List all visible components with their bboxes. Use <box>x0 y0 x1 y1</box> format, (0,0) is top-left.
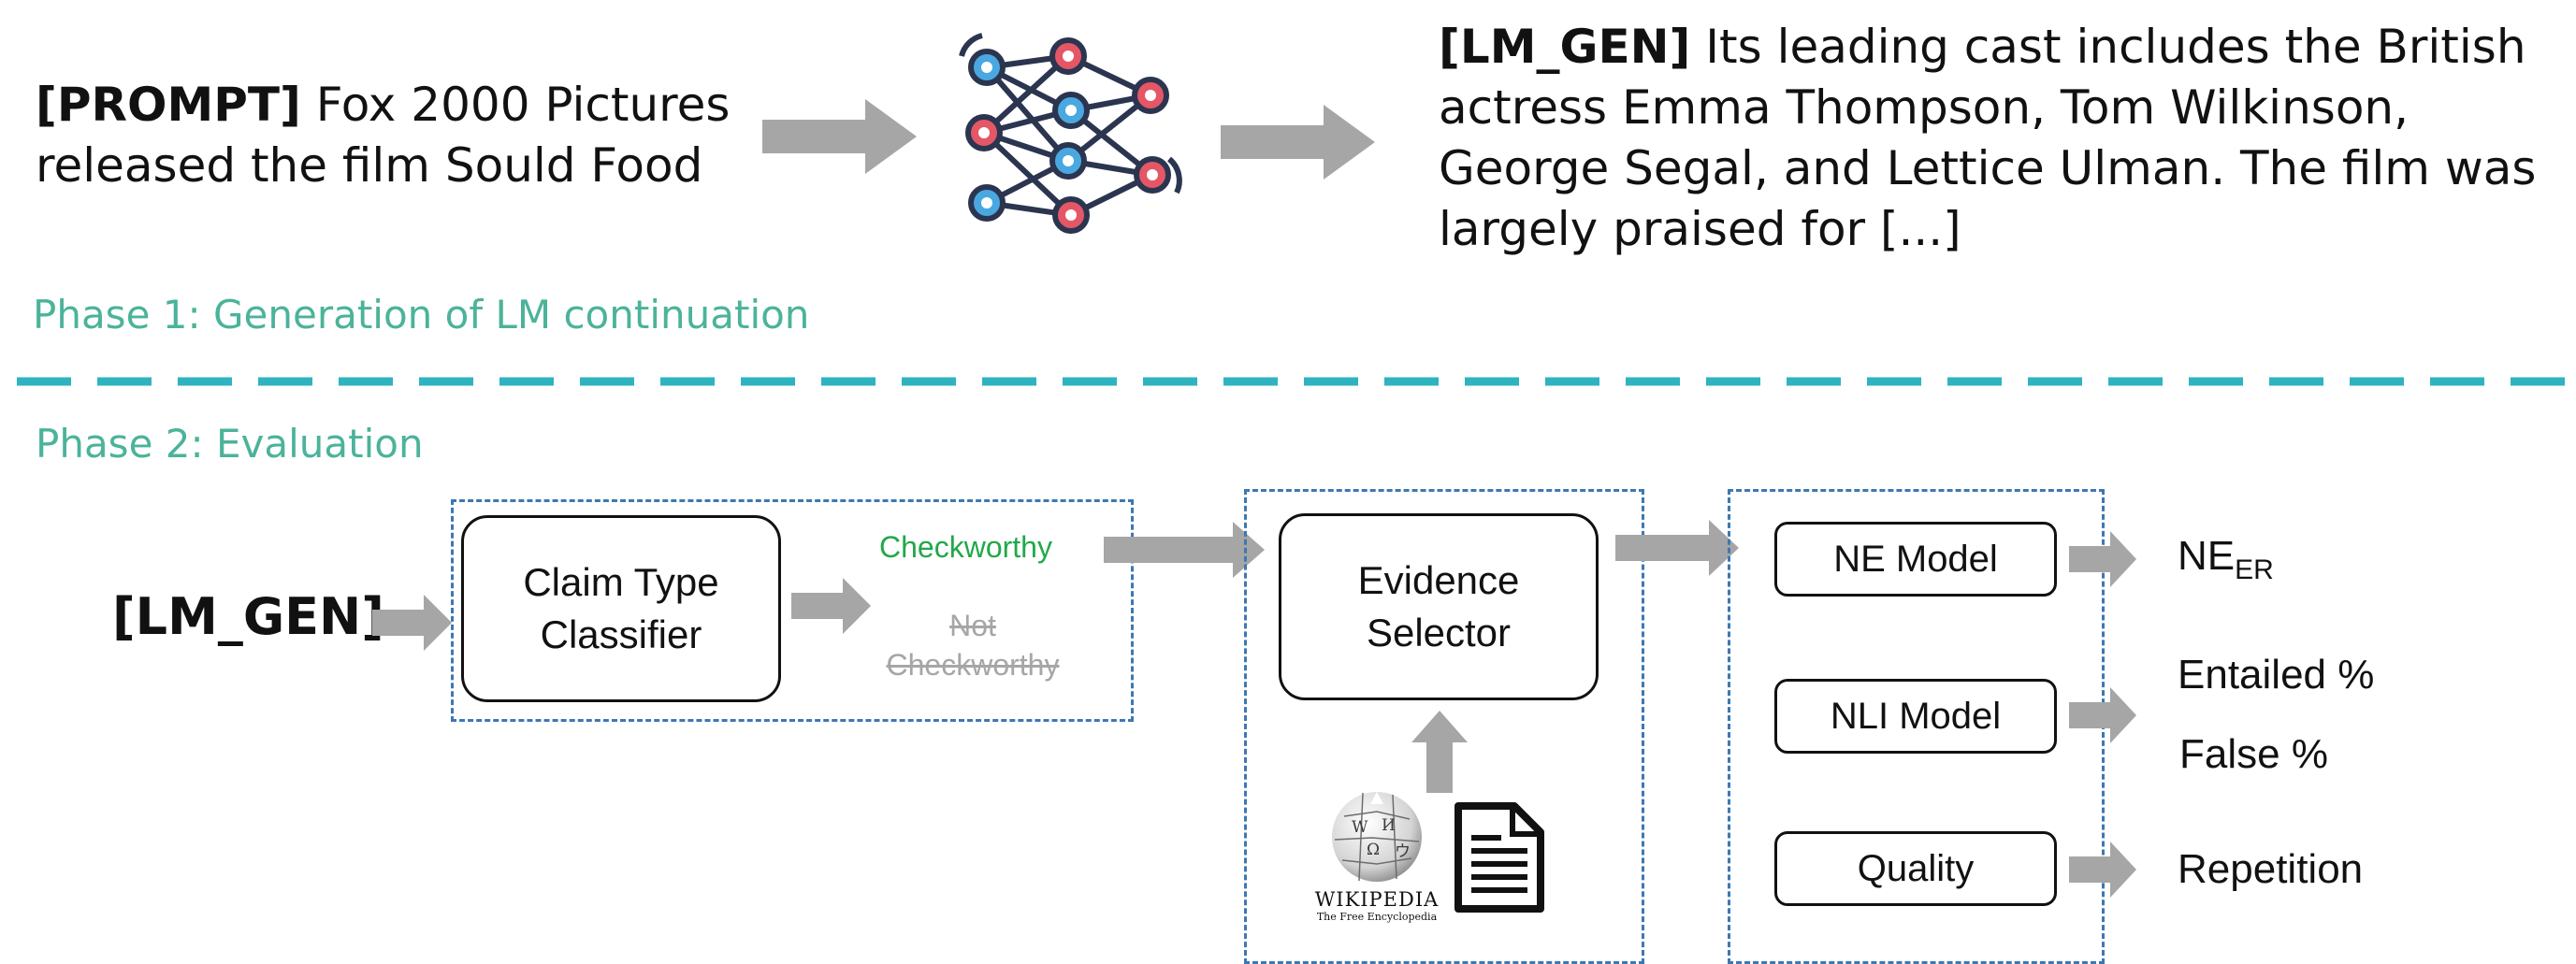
arrow-input-to-classifier <box>372 595 452 651</box>
svg-text:Ω: Ω <box>1367 841 1380 859</box>
wikipedia-globe-icon: W И Ω ウ <box>1332 792 1422 882</box>
prompt-line1: Fox 2000 Pictures <box>300 78 731 132</box>
checkworthy-label: Checkworthy <box>879 530 1052 564</box>
repetition-metric: Repetition <box>2178 846 2364 892</box>
gen-line4: largely praised for [...] <box>1439 202 1961 256</box>
classifier-line1: Claim Type <box>523 560 719 604</box>
not-checkworthy-line2: Checkworthy <box>886 648 1060 682</box>
evidence-line1: Evidence <box>1357 558 1520 602</box>
entailed-metric: Entailed % <box>2178 652 2375 698</box>
wikipedia-logo: W И Ω ウ WIKIPEDIA The Free Encyclopedia <box>1311 784 1442 924</box>
arrow-quality-to-metric <box>2069 842 2136 898</box>
neural-network-icon <box>959 33 1182 234</box>
prompt-tag: [PROMPT] <box>36 78 301 132</box>
arrow-sources-to-evidence <box>1411 711 1468 793</box>
wikipedia-title: WIKIPEDIA <box>1314 888 1440 911</box>
phase1-label: Phase 1: Generation of LM continuation <box>33 292 810 338</box>
arrow-lm-to-gen <box>1221 105 1375 180</box>
arrow-nli-to-metric <box>2069 687 2136 743</box>
svg-text:ウ: ウ <box>1395 842 1411 861</box>
gen-line3: George Segal, and Lettice Ulman. The fil… <box>1439 141 2537 195</box>
ne-metric-main: NE <box>2178 533 2236 579</box>
document-icon <box>1454 802 1544 913</box>
claim-classifier-group <box>451 499 1134 722</box>
svg-text:И: И <box>1382 816 1396 835</box>
claim-type-classifier-box: Claim Type Classifier <box>461 515 781 702</box>
wikipedia-subtitle: The Free Encyclopedia <box>1316 911 1438 923</box>
classifier-line2: Classifier <box>540 612 702 656</box>
not-checkworthy-label: Not Checkworthy <box>879 606 1066 684</box>
lm-generation-text: [LM_GEN] Its leading cast includes the B… <box>1439 17 2570 260</box>
false-metric: False % <box>2179 731 2328 777</box>
evidence-group <box>1244 489 1644 964</box>
arrow-checkworthy-to-evidence <box>1104 522 1265 578</box>
arrow-prompt-to-lm <box>762 99 917 174</box>
prompt-text: [PROMPT] Fox 2000 Pictures released the … <box>36 75 746 196</box>
quality-box: Quality <box>1774 831 2057 906</box>
gen-tag: [LM_GEN] <box>1439 20 1691 74</box>
arrow-evidence-to-models <box>1615 520 1739 576</box>
nli-model-box: NLI Model <box>1774 679 2057 754</box>
phase-divider <box>17 377 2576 386</box>
ne-er-metric: NEER <box>2178 533 2274 586</box>
arrow-classifier-to-labels <box>791 578 871 634</box>
not-checkworthy-line1: Not <box>949 609 996 642</box>
arrow-ne-to-metric <box>2069 531 2136 587</box>
evidence-selector-box: Evidence Selector <box>1279 513 1599 700</box>
evidence-line2: Selector <box>1366 611 1512 655</box>
ne-model-box: NE Model <box>1774 522 2057 597</box>
gen-line2: actress Emma Thompson, Tom Wilkinson, <box>1439 80 2409 135</box>
svg-text:W: W <box>1352 818 1368 837</box>
ne-metric-sub: ER <box>2235 554 2274 585</box>
gen-line1: Its leading cast includes the British <box>1690 20 2526 74</box>
prompt-line2: released the film Sould Food <box>36 138 703 193</box>
input-lm-gen: [LM_GEN] <box>112 587 384 646</box>
phase2-label: Phase 2: Evaluation <box>36 421 424 467</box>
